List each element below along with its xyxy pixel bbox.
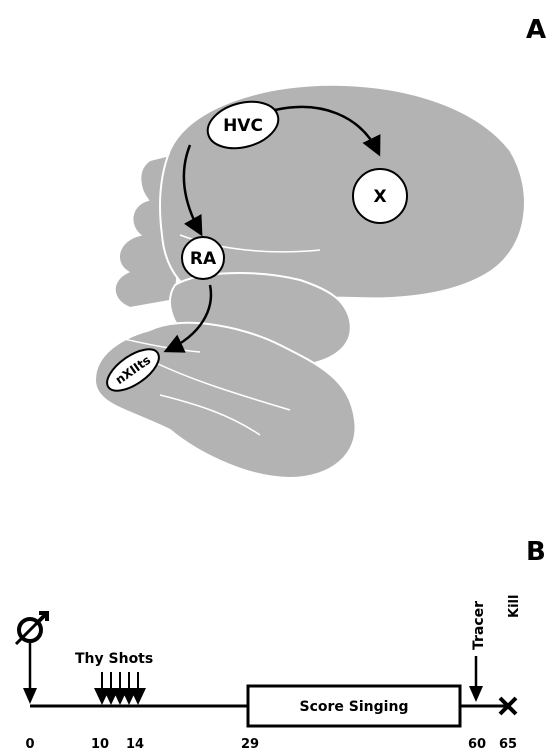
thy-shot-arrow-icon bbox=[130, 672, 146, 705]
ra-label: RA bbox=[190, 249, 217, 269]
tick-label: 60 bbox=[468, 737, 486, 752]
brain-illustration bbox=[95, 85, 525, 478]
tick-label: 0 bbox=[25, 737, 34, 752]
thy-shots-label: Thy Shots bbox=[75, 651, 153, 667]
kill-label: Kill bbox=[507, 595, 522, 618]
tracer-label: Tracer bbox=[471, 601, 487, 650]
panel-a-label: A bbox=[526, 15, 546, 45]
score-singing-label: Score Singing bbox=[300, 699, 409, 715]
score-singing-box: Score Singing bbox=[248, 686, 460, 726]
nucleus-x: X bbox=[353, 169, 407, 223]
tick-label: 14 bbox=[126, 737, 144, 752]
panel-b-label: B bbox=[526, 537, 546, 567]
nucleus-ra: RA bbox=[182, 237, 224, 279]
x-label: X bbox=[373, 187, 386, 207]
tick-label: 29 bbox=[241, 737, 259, 752]
day-0-arrow-icon bbox=[23, 643, 37, 704]
thy-shot-arrows bbox=[94, 672, 146, 705]
tracer-arrow-icon bbox=[469, 656, 483, 702]
tick-label: 65 bbox=[499, 737, 517, 752]
tick-label: 10 bbox=[91, 737, 109, 752]
male-symbol-slashed-icon bbox=[16, 613, 47, 644]
hvc-label: HVC bbox=[223, 116, 263, 136]
